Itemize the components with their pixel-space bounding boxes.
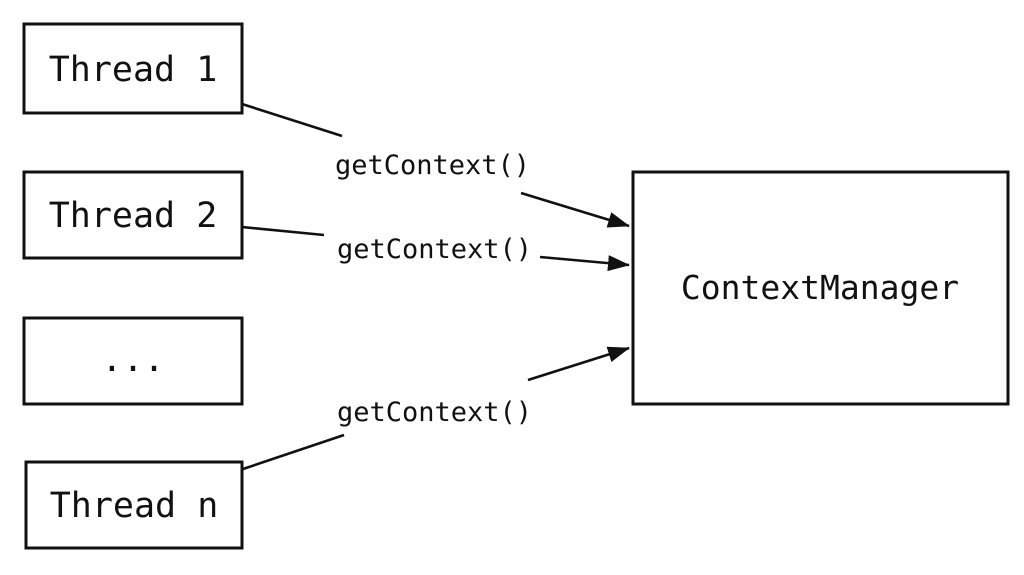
- thread-2-box: [22, 170, 244, 260]
- thread-2-node: Thread 2: [22, 170, 244, 260]
- context-manager-node: ContextManager: [631, 170, 1010, 406]
- thread-1-label: Thread 1: [49, 50, 218, 90]
- context-manager-label: ContextManager: [681, 268, 959, 307]
- thread-n-label: Thread n: [50, 486, 219, 526]
- thread-1-box: [22, 22, 244, 115]
- connector-thread-2: [241, 225, 325, 237]
- edge-label-getcontext-2: getContext(): [337, 234, 532, 265]
- edge-label-getcontext-1: getContext(): [335, 150, 530, 181]
- thread-n-box: [24, 460, 244, 550]
- connector-thread-1: [241, 102, 343, 138]
- arrow-getcontext-2: [539, 255, 630, 272]
- thread-ellipsis-label: ...: [101, 340, 164, 380]
- thread-n-node: Thread n: [24, 460, 244, 550]
- arrow-getcontext-1: [520, 191, 630, 228]
- edge-label-getcontext-3: getContext(): [337, 397, 532, 428]
- thread-ellipsis-node: ...: [22, 316, 244, 406]
- thread-1-node: Thread 1: [22, 22, 244, 115]
- arrow-getcontext-3: [527, 346, 630, 382]
- thread-ellipsis-box: [22, 316, 244, 406]
- thread-2-label: Thread 2: [49, 196, 218, 236]
- context-manager-box: [631, 170, 1010, 406]
- connector-thread-n: [242, 433, 345, 471]
